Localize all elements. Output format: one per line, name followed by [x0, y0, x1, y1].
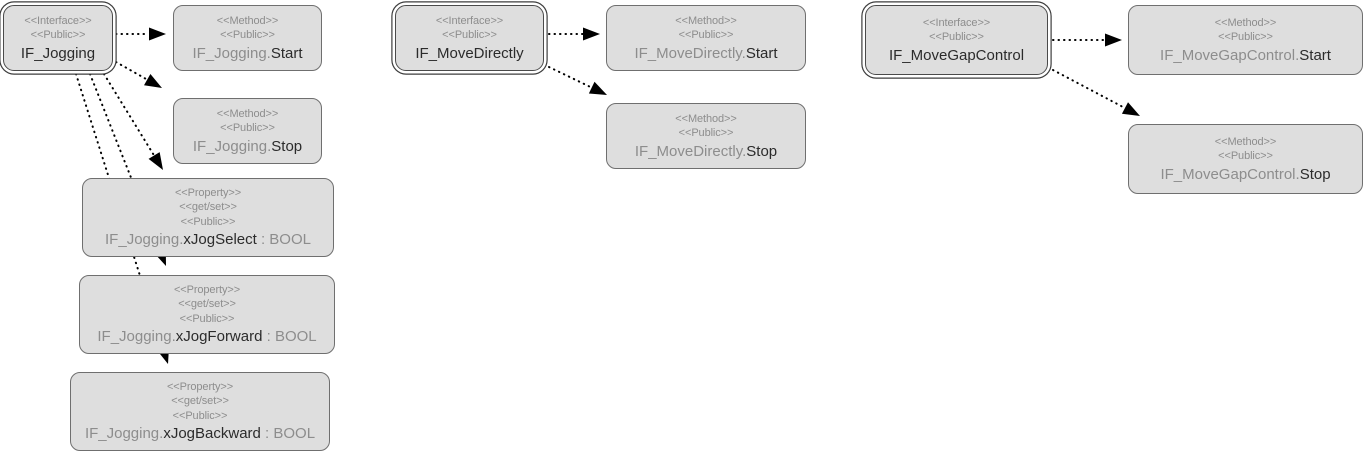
edge-line: [548, 66, 593, 89]
node-owner-prefix: IF_Jogging.: [192, 44, 271, 62]
stereotype-label: <<Property>>: [173, 283, 241, 296]
uml-node-if_movegapcontrol_start[interactable]: <<Method>> <<Public>> IF_MoveGapControl.St…: [1128, 5, 1363, 75]
edge-arrowhead: [583, 27, 600, 41]
uml-node-if_jogging_xjogbackward[interactable]: <<Property>> <<get/set>><<Public>> IF_Jogg…: [70, 372, 330, 451]
stereotype-label: <<Method>>: [216, 14, 279, 27]
stereotype-label: <<Method>>: [1214, 16, 1277, 29]
uml-node-if_movedirectly_start[interactable]: <<Method>> <<Public>> IF_MoveDirectly.Star…: [606, 5, 806, 71]
dependency-edge-if_movedirectly-to-if_movedirectly_start: [548, 27, 600, 41]
node-member-name: Stop: [271, 137, 303, 155]
dependency-edge-if_jogging-to-if_jogging_start: [115, 27, 166, 41]
edge-line: [115, 61, 149, 81]
edge-arrowhead: [149, 27, 166, 41]
stereotype-label: <<Public>>: [1218, 31, 1273, 43]
node-member-name: xJogSelect: [183, 231, 257, 249]
uml-node-if_movedirectly[interactable]: <<Interface>> <<Public>> IF_MoveDirectly: [395, 5, 544, 71]
stereotype-label: <<Public>>: [442, 29, 497, 41]
edge-arrowhead: [144, 73, 162, 88]
stereotype-label: <<Public>>: [220, 122, 275, 134]
node-owner-prefix: IF_Jogging.: [97, 328, 176, 346]
stereotype-label: <<Public>>: [30, 29, 86, 41]
dependency-edge-if_movegapcontrol-to-if_movegapcontrol_start: [1052, 33, 1122, 47]
node-member-name: Stop: [746, 142, 778, 160]
node-type-suffix: : BOOL: [262, 328, 317, 346]
stereotype-label: <<Interface>>: [922, 16, 991, 29]
node-title: IF_MoveDirectly.Stop: [635, 142, 777, 161]
stereotype-label: <<Public>>: [1218, 150, 1273, 162]
edge-arrowhead: [148, 152, 163, 170]
node-type-suffix: : BOOL: [256, 231, 311, 249]
uml-node-if_jogging_start[interactable]: <<Method>> <<Public>> IF_Jogging.Start: [173, 5, 322, 71]
dependency-edge-if_jogging-to-if_jogging_stop: [115, 61, 162, 88]
edge-arrowhead: [588, 81, 607, 95]
stereotype-label: <<get/set>>: [178, 298, 236, 311]
node-title: IF_Jogging: [21, 44, 95, 63]
edge-line: [103, 73, 156, 157]
node-title: IF_MoveDirectly: [415, 44, 523, 63]
node-member-name: IF_Jogging: [20, 44, 96, 62]
dependency-edge-if_movedirectly-to-if_movedirectly_stop: [548, 66, 607, 95]
stereotype-label: <<get/set>>: [171, 395, 229, 408]
node-title: IF_Jogging.xJogBackward : BOOL: [85, 424, 315, 443]
stereotype-label: <<Public>>: [180, 215, 236, 228]
edge-arrowhead: [1121, 102, 1140, 116]
uml-node-if_movegapcontrol[interactable]: <<Interface>> <<Public>> IF_MoveGapControl: [865, 5, 1048, 75]
node-title: IF_MoveGapControl.Stop: [1160, 165, 1330, 184]
node-title: IF_MoveGapControl.Start: [1160, 46, 1331, 65]
node-member-name: IF_MoveGapControl: [888, 46, 1025, 64]
stereotype-label: <<Public>>: [678, 127, 734, 139]
stereotype-label: <<Public>>: [678, 29, 734, 41]
node-title: IF_MoveGapControl: [889, 46, 1024, 65]
node-member-name: xJogForward: [175, 328, 263, 346]
stereotype-label: <<Method>>: [216, 107, 279, 120]
node-member-name: Start: [745, 44, 778, 62]
stereotype-label: <<Method>>: [1214, 135, 1277, 148]
node-member-name: xJogBackward: [163, 425, 261, 443]
stereotype-label: <<Property>>: [174, 186, 242, 199]
node-title: IF_Jogging.xJogSelect : BOOL: [105, 230, 311, 249]
edge-line: [1052, 69, 1126, 110]
stereotype-label: <<Public>>: [929, 31, 984, 43]
stereotype-label: <<Public>>: [172, 409, 228, 422]
uml-node-if_jogging_xjogselect[interactable]: <<Property>> <<get/set>><<Public>> IF_Jogg…: [82, 178, 334, 257]
node-type-suffix: : BOOL: [260, 425, 316, 443]
stereotype-label: <<Property>>: [166, 380, 234, 393]
node-title: IF_Jogging.xJogForward : BOOL: [97, 327, 316, 346]
node-owner-prefix: IF_Jogging.: [84, 425, 164, 443]
node-title: IF_Jogging.Start: [192, 44, 302, 63]
node-title: IF_Jogging.Stop: [193, 137, 302, 156]
stereotype-label: <<get/set>>: [179, 201, 237, 214]
node-owner-prefix: IF_MoveGapControl.: [1160, 165, 1300, 183]
stereotype-label: <<Method>>: [675, 14, 737, 27]
node-owner-prefix: IF_Jogging.: [105, 231, 184, 249]
uml-node-if_jogging_xjogforward[interactable]: <<Property>><<get/set>><<Public>>IF_Jogg…: [79, 275, 335, 354]
node-owner-prefix: IF_Jogging.: [192, 137, 272, 155]
node-member-name: Stop: [1299, 165, 1331, 183]
dependency-edge-if_jogging-to-if_jogging_xjogselect: [103, 73, 163, 170]
stereotype-label: <<Public>>: [220, 29, 275, 41]
node-owner-prefix: IF_MoveDirectly.: [634, 142, 747, 160]
uml-node-if_movegapcontrol_stop[interactable]: <<Method>> <<Public>> IF_MoveGapControl.St…: [1128, 124, 1363, 194]
node-member-name: Start: [1299, 46, 1331, 64]
dependency-edge-if_movegapcontrol-to-if_movegapcontrol_stop: [1052, 69, 1140, 116]
uml-node-if_movedirectly_stop[interactable]: <<Method>> <<Public>> IF_MoveDirectly.Stop: [606, 103, 806, 169]
edge-arrowhead: [1105, 33, 1122, 47]
node-title: IF_MoveDirectly.Start: [634, 44, 777, 63]
node-owner-prefix: IF_MoveDirectly.: [634, 44, 746, 62]
stereotype-label: <<Method>>: [675, 112, 737, 125]
node-member-name: Start: [270, 44, 303, 62]
uml-node-if_jogging[interactable]: <<Interface>> <<Public>> IF_Jogging: [3, 5, 113, 71]
node-owner-prefix: IF_MoveGapControl.: [1160, 46, 1300, 64]
stereotype-label: <<Interface>>: [24, 14, 92, 27]
uml-node-if_jogging_stop[interactable]: <<Method>> <<Public>> IF_Jogging.Stop: [173, 98, 322, 164]
stereotype-label: <<Public>>: [179, 312, 235, 325]
stereotype-label: <<Interface>>: [435, 14, 504, 27]
node-member-name: IF_MoveDirectly: [415, 44, 524, 62]
